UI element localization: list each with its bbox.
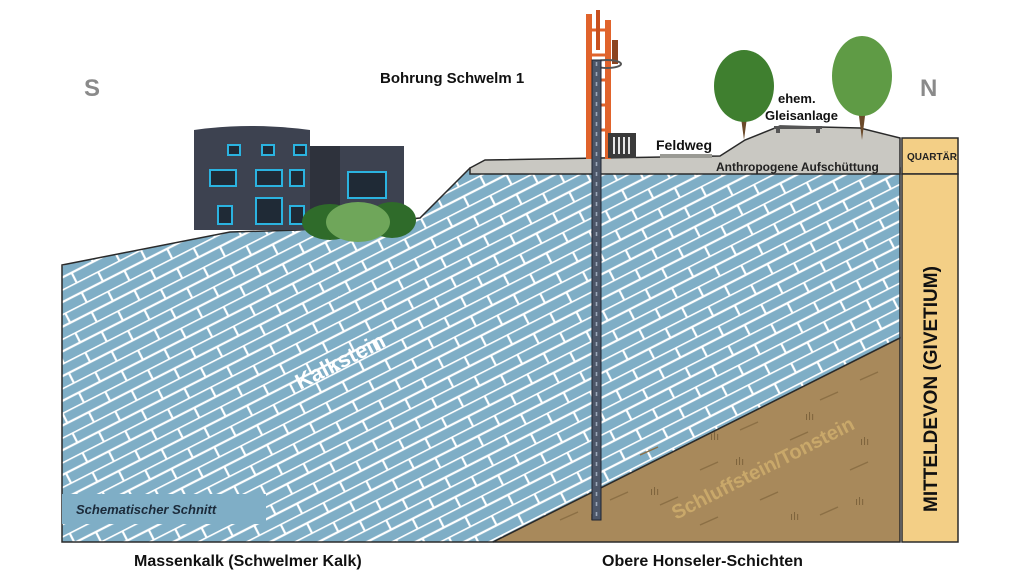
mitteldevon-label: MITTELDEVON (GIVETIUM) <box>921 266 942 512</box>
schnitt-label: Schematischer Schnitt <box>76 502 217 517</box>
svg-text:ılı: ılı <box>650 485 659 498</box>
drill-rig <box>586 10 622 159</box>
svg-text:ılı: ılı <box>855 495 864 508</box>
quartaer-box <box>901 137 959 175</box>
svg-text:ılı: ılı <box>735 455 744 468</box>
gleis-label-line1: ehem. <box>778 91 816 106</box>
tree-left <box>714 50 774 140</box>
north-label: N <box>920 75 937 102</box>
svg-text:ılı: ılı <box>860 435 869 448</box>
bush <box>302 202 416 242</box>
tree-right <box>832 36 892 140</box>
feldweg-path <box>660 154 712 158</box>
svg-text:ılı: ılı <box>710 430 719 443</box>
massenkalk-label: Massenkalk (Schwelmer Kalk) <box>134 553 362 570</box>
mitteldevon-box <box>901 173 959 543</box>
schematic-box <box>62 494 266 524</box>
svg-text:ılı: ılı <box>805 410 814 423</box>
svg-text:ılı: ılı <box>790 510 799 523</box>
feldweg-label: Feldweg <box>656 137 712 153</box>
borehole <box>591 59 602 521</box>
siltstone-texture <box>559 371 879 526</box>
gleis-label-line2: Gleisanlage <box>765 108 838 123</box>
rail-track-icon <box>774 126 822 133</box>
quartaer-label: QUARTÄR <box>907 150 958 163</box>
equipment-box <box>608 133 636 158</box>
honseler-label: Obere Honseler-Schichten <box>602 553 803 570</box>
aufschuettung-label: Anthropogene Aufschüttung <box>716 160 879 174</box>
borehole-label: Bohrung Schwelm 1 <box>380 70 524 87</box>
south-label: S <box>84 75 100 102</box>
